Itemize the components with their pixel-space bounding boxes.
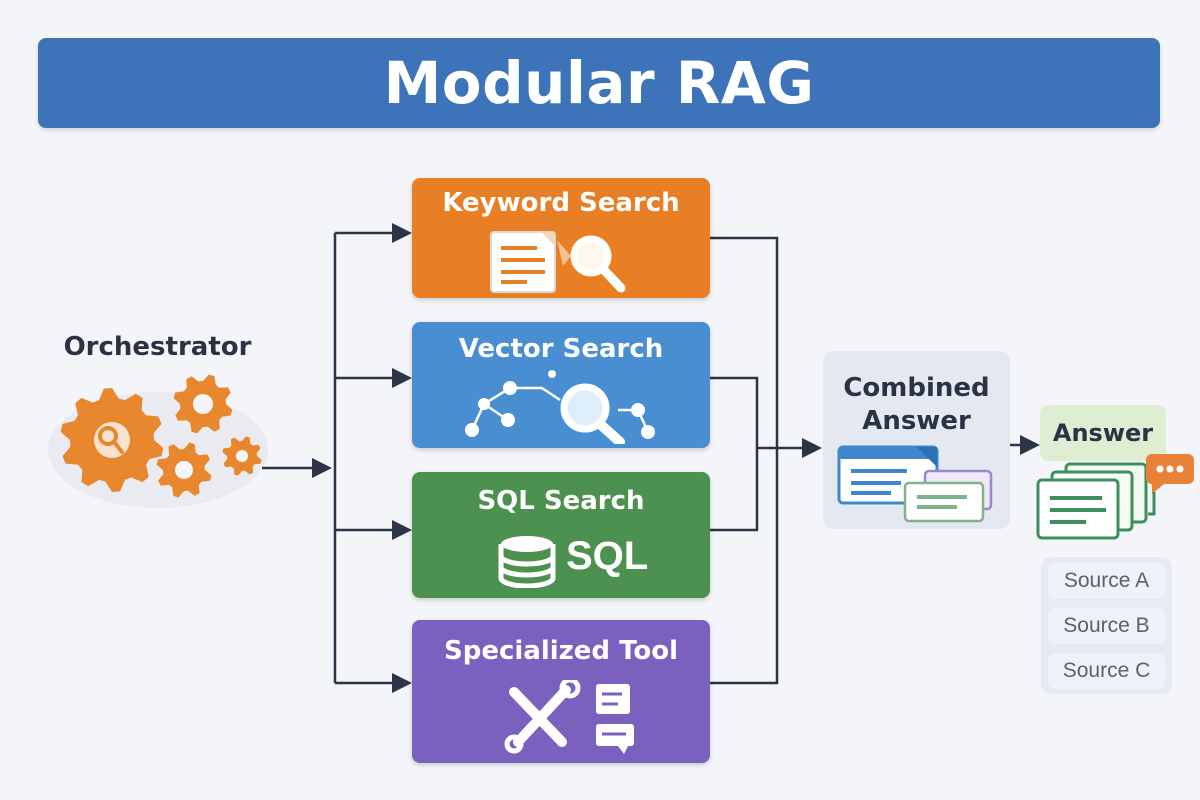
answer-badge: Answer xyxy=(1040,405,1166,461)
gear-hole xyxy=(236,450,248,462)
sources-panel: Source A Source B Source C xyxy=(1041,557,1172,694)
keyword-search-module: Keyword Search xyxy=(412,178,710,298)
sql-search-label: SQL Search xyxy=(477,486,645,516)
combined-answer-label-line1: Combined xyxy=(843,373,990,403)
orchestrator-label: Orchestrator xyxy=(63,332,252,362)
combined-answer-label-line2: Answer xyxy=(862,406,971,436)
gear-magnifier-handle xyxy=(112,440,124,454)
gears-icon xyxy=(60,374,262,498)
title-banner: Modular RAG xyxy=(38,38,1160,128)
database-icon xyxy=(498,536,556,588)
orchestrator-to-modules-connector xyxy=(262,223,412,693)
document-magnifier-icon xyxy=(490,231,626,293)
gear-hole xyxy=(175,461,193,479)
vector-graph-magnifier-icon xyxy=(465,370,655,444)
documents-icon xyxy=(837,445,993,523)
specialized-tool-module: Specialized Tool xyxy=(412,620,710,763)
tools-icon xyxy=(504,680,634,754)
sql-search-module: SQL Search xyxy=(412,472,710,598)
gear-magnifier-ring xyxy=(98,426,118,446)
source-c-chip: Source C xyxy=(1048,653,1165,689)
sql-icon-text: SQL xyxy=(566,534,649,578)
source-b-chip: Source B xyxy=(1048,608,1165,644)
answer-chat-icon xyxy=(1036,454,1194,540)
vector-search-module: Vector Search xyxy=(412,322,710,448)
vector-search-label: Vector Search xyxy=(458,334,664,364)
combined-answer-panel: Combined Answer xyxy=(823,351,1010,529)
specialized-tool-label: Specialized Tool xyxy=(443,636,678,666)
modules-to-combined-connector xyxy=(710,236,822,685)
keyword-search-label: Keyword Search xyxy=(442,188,680,218)
gear-hole xyxy=(193,394,213,414)
source-a-chip: Source A xyxy=(1048,563,1165,599)
